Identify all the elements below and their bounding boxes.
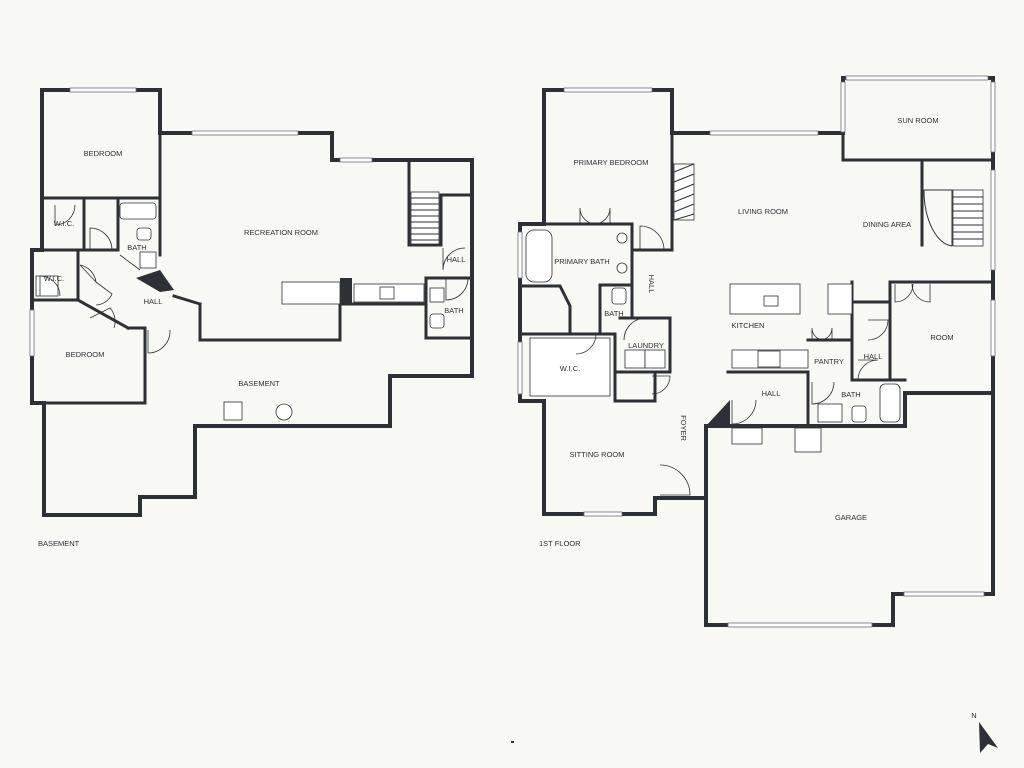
room-label-garage: GARAGE (835, 513, 867, 522)
scale-mark (511, 741, 514, 743)
room-label-sun-room: SUN ROOM (897, 116, 938, 125)
room-label-kitchen: KITCHEN (732, 321, 765, 330)
room-label-basement: BASEMENT (238, 379, 280, 388)
toilet (429, 313, 445, 329)
refrigerator (827, 283, 853, 315)
floor-label-basement: BASEMENT (38, 539, 80, 548)
equipment (223, 401, 243, 421)
vanity (139, 251, 157, 269)
floor-label-first-floor: 1ST FLOOR (539, 539, 581, 548)
room-label-primary-bedroom: PRIMARY BEDROOM (574, 158, 649, 167)
room-label-wic: W.I.C. (560, 364, 580, 373)
window (727, 622, 873, 628)
vanity (429, 287, 445, 303)
room-label-foyer: FOYER (679, 415, 688, 441)
range (757, 350, 781, 368)
sink (616, 232, 628, 244)
vanity (817, 403, 843, 423)
bathtub (879, 383, 901, 423)
sink (379, 286, 395, 300)
window (990, 81, 996, 153)
room-label-sitting-room: SITTING ROOM (570, 450, 625, 459)
room-label-recreation-room: RECREATION ROOM (244, 228, 318, 237)
column (136, 270, 174, 292)
room-label-primary-bath: PRIMARY BATH (554, 257, 609, 266)
fireplace (673, 163, 695, 221)
basement-stairs (410, 191, 440, 245)
window (903, 591, 985, 597)
window (990, 169, 996, 271)
column (340, 278, 352, 304)
basement-interior-walls (30, 88, 474, 405)
window (563, 87, 653, 93)
room-label-hall: HALL (864, 352, 883, 361)
room-label-hall: HALL (647, 275, 656, 294)
garage-fixture (794, 427, 822, 453)
first-floor-doors (575, 207, 931, 496)
closet-shelving (529, 337, 611, 397)
room-label-dining-area: DINING AREA (863, 220, 911, 229)
kitchen-island (729, 283, 801, 315)
room-label-bedroom: BEDROOM (66, 350, 105, 359)
bar-counter (281, 281, 341, 305)
toilet (136, 227, 152, 241)
first-floor-stairs (923, 189, 984, 247)
room-label-hall: HALL (447, 255, 466, 264)
room-label-hall: HALL (762, 389, 781, 398)
window (29, 309, 35, 357)
column (706, 400, 730, 426)
window (339, 157, 373, 163)
room-label-room: ROOM (930, 333, 953, 342)
north-arrow-icon (979, 722, 998, 753)
window (517, 231, 523, 279)
window (709, 130, 819, 136)
toilet (611, 287, 627, 305)
room-label-bath: BATH (127, 243, 146, 252)
dryer (644, 349, 666, 369)
window (583, 511, 623, 517)
window (517, 341, 523, 395)
window (840, 81, 846, 133)
room-label-bath: BATH (841, 390, 860, 399)
sink (763, 295, 779, 307)
room-label-pantry: PANTRY (814, 357, 844, 366)
room-label-laundry: LAUNDRY (628, 341, 664, 350)
window (69, 87, 137, 93)
washer (624, 349, 646, 369)
basement-doors (39, 204, 469, 354)
bathtub (525, 229, 553, 283)
north-compass: N (971, 711, 998, 753)
wic-shelf (35, 275, 59, 297)
first-floor: SUN ROOM PRIMARY BEDROOM LIVING ROOM DIN… (517, 75, 996, 628)
window (845, 75, 989, 81)
room-label-bedroom: BEDROOM (84, 149, 123, 158)
room-label-hall: HALL (144, 297, 163, 306)
basement-floor: BEDROOM RECREATION ROOM W.I.C. BATH W.I.… (29, 87, 474, 548)
window (990, 299, 996, 357)
room-label-bath: BATH (604, 309, 623, 318)
sink (616, 262, 628, 274)
room-label-bath: BATH (444, 306, 463, 315)
toilet (851, 405, 867, 423)
bathtub (119, 202, 157, 220)
room-label-wic: W.I.C. (54, 219, 74, 228)
room-label-wic: W.I.C. (44, 274, 64, 283)
water-heater (275, 403, 293, 421)
compass-label: N (971, 711, 976, 720)
steps (731, 427, 763, 445)
room-label-living-room: LIVING ROOM (738, 207, 788, 216)
window (191, 130, 299, 136)
